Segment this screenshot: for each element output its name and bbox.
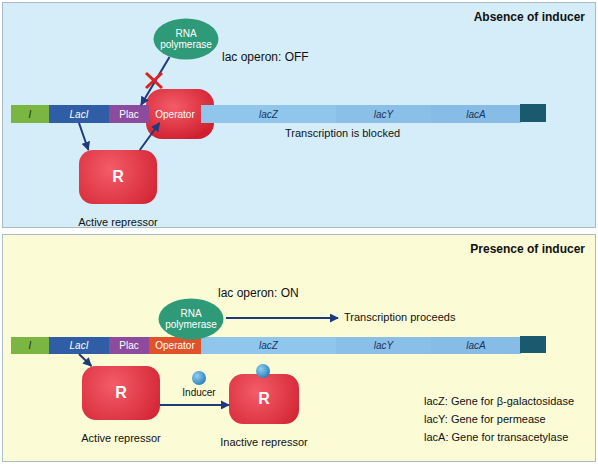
annotation-text: lacY: Gene for permease	[424, 413, 546, 425]
repressor-caption: Active repressor	[78, 216, 157, 228]
condition-panel: Absence of inducerRNA polymeraseI LacI Pla…	[2, 2, 596, 228]
condition-panel: Presence of inducerRNA polymeraseI LacI Pl…	[2, 234, 596, 462]
inducer-shape	[192, 371, 206, 385]
gene-segment: lacY	[336, 337, 431, 354]
annotation-text: lacA: Gene for transacetylase	[424, 431, 568, 443]
gene-name: lacZ	[259, 340, 278, 351]
annotation-text: lacZ: Gene for β-galactosidase	[424, 395, 574, 407]
gene-segment: lacA	[431, 105, 521, 123]
gene-segment: Plac	[109, 337, 149, 354]
annotation-text: Transcription is blocked	[285, 127, 400, 139]
inducer-shape	[192, 371, 206, 385]
gene-name: LacI	[70, 109, 89, 120]
panel-heading: Absence of inducer	[474, 10, 585, 24]
gene-name: Plac	[119, 109, 138, 120]
gene-name: LacI	[70, 340, 89, 351]
gene-segment: Plac	[109, 105, 149, 123]
panel-heading: Presence of inducer	[470, 242, 585, 256]
gene-segment: lacZ	[201, 105, 336, 123]
gene-name: Operator	[155, 340, 194, 351]
inducer-molecule: Inducer	[192, 371, 206, 385]
gene-name: I	[29, 340, 32, 351]
repressor-letter: R	[115, 384, 127, 402]
repressor-letter: R	[112, 168, 124, 186]
inducer-caption: Inducer	[182, 387, 215, 398]
rna-polymerase: RNA polymerase	[153, 18, 219, 60]
gene-segment: Operator	[149, 105, 201, 123]
annotation-text: Transcription proceeds	[344, 311, 455, 323]
gene-segment: Operator	[149, 337, 201, 354]
gene-name: lacZ	[259, 109, 278, 120]
gene-name: I	[29, 109, 32, 120]
gene-segment: I	[11, 337, 49, 354]
gene-name: lacA	[466, 109, 485, 120]
gene-name: Operator	[155, 109, 194, 120]
gene-segment: I	[11, 105, 49, 123]
repressor-box: RActive repressor	[82, 366, 160, 420]
repressor-letter: R	[258, 390, 270, 408]
gene-segment: lacA	[431, 337, 521, 354]
gene-name: Plac	[119, 340, 138, 351]
annotation-text: lac operon: ON	[218, 286, 299, 300]
repressor-box: RInactive repressor	[229, 374, 299, 424]
gene-segment: LacI	[49, 105, 109, 123]
gene-segment: lacY	[336, 105, 431, 123]
repressor-caption: Active repressor	[81, 432, 160, 444]
enzyme-label: RNA polymerase	[157, 308, 225, 331]
annotation-text: lac operon: OFF	[222, 50, 309, 64]
repressor-box: RActive repressor	[79, 150, 157, 204]
gene-segment: lacZ	[201, 337, 336, 354]
enzyme-label: RNA polymerase	[152, 28, 220, 51]
repressor-caption: Inactive repressor	[220, 436, 307, 448]
gene-segment: LacI	[49, 337, 109, 354]
gene-name: lacY	[374, 340, 393, 351]
gene-name: lacA	[466, 340, 485, 351]
gene-name: lacY	[374, 109, 393, 120]
rna-polymerase: RNA polymerase	[158, 298, 224, 340]
